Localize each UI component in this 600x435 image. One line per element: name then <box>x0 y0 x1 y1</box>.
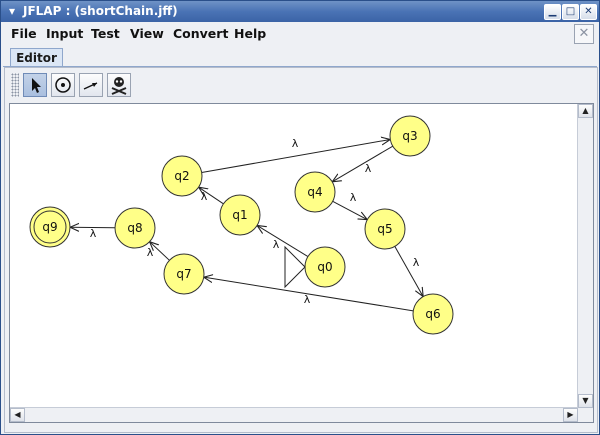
transition-label[interactable]: λ <box>350 191 357 204</box>
scroll-left-icon[interactable]: ◀ <box>10 408 25 422</box>
transition-layer: λ λ λ λ λ λ λ λ λ <box>70 137 423 312</box>
state-label: q8 <box>127 221 142 235</box>
transition-q0-q1[interactable] <box>257 225 309 257</box>
horizontal-scrollbar[interactable]: ◀ ▶ <box>10 407 578 422</box>
transition-q5-q6[interactable] <box>394 246 423 296</box>
automaton-graph[interactable]: λ λ λ λ λ λ λ λ λ q0 q1 q2 q3 q4 q5 q6 q7 q8 q9 <box>10 104 578 408</box>
state-q9[interactable]: q9 <box>29 206 71 248</box>
state-label: q5 <box>377 222 392 236</box>
state-q3[interactable]: q3 <box>389 115 431 157</box>
transition-label[interactable]: λ <box>147 246 154 259</box>
attribute-editor-icon <box>32 78 41 93</box>
state-q2[interactable]: q2 <box>161 155 203 197</box>
menu-convert[interactable]: Convert <box>173 26 229 41</box>
deleter-icon <box>111 77 127 95</box>
transition-label[interactable]: λ <box>90 227 97 240</box>
state-q1[interactable]: q1 <box>219 194 261 236</box>
state-label: q0 <box>317 260 332 274</box>
state-q7[interactable]: q7 <box>163 253 205 295</box>
menu-test[interactable]: Test <box>91 26 120 41</box>
transition-q6-q7[interactable] <box>204 277 414 312</box>
scroll-up-icon[interactable]: ▲ <box>578 104 593 118</box>
state-layer: q0 q1 q2 q3 q4 q5 q6 q7 q8 q9 <box>29 115 454 335</box>
state-q6[interactable]: q6 <box>412 293 454 335</box>
menu-input[interactable]: Input <box>46 26 84 41</box>
tab-divider <box>3 66 597 67</box>
tab-editor[interactable]: Editor <box>10 48 63 68</box>
minimize-icon[interactable]: ▁ <box>544 4 561 20</box>
state-q4[interactable]: q4 <box>294 171 336 213</box>
close-tab-icon[interactable]: ✕ <box>574 24 594 44</box>
state-label: q7 <box>176 267 191 281</box>
menu-view[interactable]: View <box>130 26 164 41</box>
vertical-scrollbar[interactable]: ▲ ▼ <box>577 104 593 408</box>
transition-label[interactable]: λ <box>201 190 208 203</box>
title-bar: ▾ JFLAP : (shortChain.jff) ▁ □ ✕ <box>1 1 599 22</box>
state-q0[interactable]: q0 <box>284 245 346 289</box>
close-window-icon[interactable]: ✕ <box>580 4 597 20</box>
state-label: q3 <box>402 129 417 143</box>
transition-label[interactable]: λ <box>273 238 280 251</box>
window-title: JFLAP : (shortChain.jff) <box>23 4 178 18</box>
transition-label[interactable]: λ <box>365 162 372 175</box>
automaton-canvas[interactable]: λ λ λ λ λ λ λ λ λ q0 q1 q2 q3 q4 q5 q6 q7 q8 q9 ▲ ▼ ◀ ▶ <box>9 103 594 423</box>
editor-toolbar <box>5 69 595 101</box>
toolbar-grip[interactable] <box>11 73 19 97</box>
window-menu-icon[interactable]: ▾ <box>8 4 16 18</box>
scroll-right-icon[interactable]: ▶ <box>563 408 578 422</box>
state-creator-icon <box>55 77 71 93</box>
state-label: q4 <box>307 185 322 199</box>
menu-file[interactable]: File <box>11 26 37 41</box>
state-q8[interactable]: q8 <box>114 207 156 249</box>
state-label: q9 <box>42 220 57 234</box>
transition-q8-q9[interactable] <box>70 227 116 228</box>
transition-q7-q8[interactable] <box>150 242 170 261</box>
state-label: q6 <box>425 307 440 321</box>
transition-q3-q4[interactable] <box>332 145 394 182</box>
transition-q2-q3[interactable] <box>201 139 391 174</box>
state-creator-button[interactable] <box>51 73 75 97</box>
scroll-corner <box>578 408 593 422</box>
transition-label[interactable]: λ <box>413 256 420 269</box>
final-state-ring <box>33 210 67 244</box>
transition-creator-button[interactable] <box>79 73 103 97</box>
transition-q4-q5[interactable] <box>332 200 368 219</box>
transition-label[interactable]: λ <box>292 137 299 150</box>
menu-bar: File Input Test View Convert Help ✕ <box>1 22 599 44</box>
attribute-editor-button[interactable] <box>23 73 47 97</box>
state-label: q2 <box>174 169 189 183</box>
transition-q1-q2[interactable] <box>199 187 224 205</box>
tab-strip: Editor <box>1 44 599 68</box>
transition-label[interactable]: λ <box>304 293 311 306</box>
maximize-icon[interactable]: □ <box>562 4 579 20</box>
deleter-button[interactable] <box>107 73 131 97</box>
state-label: q1 <box>232 208 247 222</box>
transition-creator-icon <box>83 82 98 90</box>
menu-help[interactable]: Help <box>234 26 267 41</box>
state-q5[interactable]: q5 <box>364 208 406 250</box>
initial-state-marker <box>284 245 306 289</box>
scroll-down-icon[interactable]: ▼ <box>578 394 593 408</box>
